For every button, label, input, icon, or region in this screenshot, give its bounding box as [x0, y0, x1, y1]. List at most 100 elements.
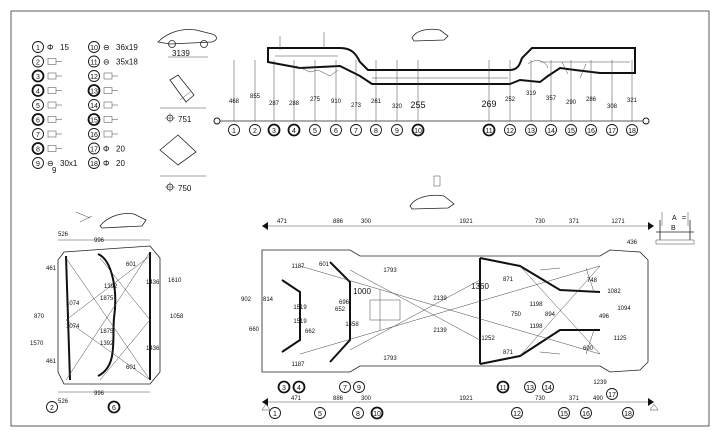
car-icon-front-view	[99, 213, 147, 229]
top-rear-rails	[479, 257, 601, 365]
top-inner-dim-1187-30: 1187	[292, 362, 306, 368]
side-point-3-ring	[267, 123, 281, 137]
top-inner-dim-1793-29: 1793	[383, 356, 397, 362]
side-point-18-ring	[626, 124, 638, 136]
side-point-10: 10	[411, 123, 425, 137]
fastener-icon	[47, 87, 57, 94]
top-bottom-point-5-label: 5	[318, 411, 322, 418]
front-dim-1436-5: 1436	[146, 280, 160, 286]
side-point-12-ring	[504, 124, 516, 136]
top-bottom-point-16-label: 16	[582, 411, 590, 418]
side-dim-255: 255	[410, 100, 425, 110]
legend-marker-9: 9	[32, 157, 44, 169]
top-mid-point-13-label: 13	[526, 385, 534, 392]
top-bottom-point-8-label: 8	[356, 411, 360, 418]
top-inner-dim-1458-11: 1458	[345, 322, 359, 328]
legend-marker-4: 4	[31, 84, 45, 97]
top-bottom-point-5: 5	[314, 407, 326, 419]
side-point-11-ring	[482, 123, 496, 137]
fastener-icon	[103, 130, 113, 138]
front-structure-left	[97, 253, 117, 377]
top-inner-dim-814-4: 814	[263, 297, 274, 303]
legend-marker-1: 1	[32, 41, 44, 53]
top-dim-371-5: 371	[569, 219, 580, 225]
ab-gauge-sketch: A = B	[655, 212, 695, 245]
front-dim-1436-15: 1436	[146, 346, 160, 352]
side-dim-320: 320	[392, 104, 403, 110]
top-bottom-point-5-ring	[314, 407, 326, 419]
top-inner-dim-652-9: 652	[335, 307, 346, 313]
side-point-16-label: 16	[587, 128, 595, 135]
legend-marker-6-ring	[31, 113, 45, 126]
legend-marker-16-ring	[88, 128, 100, 140]
legend-marker-17: 17	[88, 142, 100, 155]
side-point-2-label: 2	[253, 128, 257, 135]
legend-marker-9-label: 9	[36, 161, 40, 168]
top-bottom-point-10: 10	[370, 406, 384, 420]
side-dim-308: 308	[607, 104, 618, 110]
legend-marker-3-ring	[31, 69, 45, 83]
fastener-icon	[103, 72, 113, 80]
legend-marker-12-ring	[88, 70, 100, 82]
fastener-icon	[47, 145, 57, 152]
side-point-3-label: 3	[272, 128, 276, 135]
legend-marker-12: 12	[88, 70, 100, 82]
top-mid-point-14: 14	[542, 381, 554, 393]
front-dim-996-1: 996	[94, 238, 105, 244]
top-bottom-point-8: 8	[352, 407, 364, 419]
top-inner-dim-1187-0: 1187	[292, 264, 306, 270]
front-point-6-ring	[107, 400, 121, 414]
top-inner-dim-600-27: 600	[583, 346, 594, 352]
top-arrow-right	[648, 222, 654, 230]
front-dim-526-0: 526	[58, 232, 69, 238]
top-inner-dim-1125-26: 1125	[614, 336, 628, 342]
legend-marker-3: 3	[31, 69, 45, 83]
top-mid-point-9-ring	[353, 381, 365, 393]
side-point-6: 6	[330, 124, 342, 136]
side-dim-287: 287	[269, 101, 280, 107]
legend-marker-3-label: 3	[36, 74, 40, 81]
front-dim-1392-14: 1392	[100, 341, 114, 347]
ab-label-eq: =	[682, 215, 686, 222]
top-bottom-point-12-label: 12	[513, 411, 521, 418]
legend-marker-5-ring	[32, 99, 44, 111]
top-mid-point-4-label: 4	[297, 385, 301, 392]
legend-marker-12-label: 12	[90, 74, 98, 81]
legend-symbol-9: ⊖	[47, 159, 54, 168]
top-bottom-point-12: 12	[511, 407, 523, 419]
legend-marker-17-ring	[88, 142, 100, 155]
top-inner-dim-2139-14: 2139	[433, 328, 447, 334]
top-mid-point-11-label: 11	[499, 385, 506, 392]
top-bottom-point-15-ring	[558, 407, 570, 419]
top-inner-dim-748-21: 748	[587, 278, 598, 284]
legend-marker-8-label: 8	[36, 147, 40, 154]
top-inner-dim-1198-18: 1198	[530, 324, 544, 330]
top-bottom-point-18-ring	[622, 407, 634, 419]
top-bottom-point-8-ring	[352, 407, 364, 419]
top-mid-point-9-label: 9	[357, 385, 361, 392]
top-mid-point-14-ring	[542, 381, 554, 393]
legend-marker-16-label: 16	[90, 132, 98, 139]
top-inner-dim-2139-13: 2139	[433, 296, 447, 302]
front-outline	[57, 245, 161, 385]
front-dim-1875-4: 1875	[100, 296, 114, 302]
legend-marker-2: 2	[32, 55, 44, 68]
jack-dim-751: 751	[178, 115, 192, 124]
legend-symbol-17: Φ	[103, 145, 109, 154]
top-inner-dim-1252-25: 1252	[481, 336, 495, 342]
side-point-16-ring	[585, 124, 597, 136]
side-dim-468: 468	[229, 99, 240, 105]
top-dim-886-1: 886	[333, 219, 344, 225]
top-mid-point-17: 17	[606, 388, 618, 400]
front-dim-461-16: 461	[46, 359, 57, 365]
side-dim-855: 855	[250, 94, 261, 100]
legend-value-18: 20	[116, 159, 125, 168]
legend-marker-13: 13	[87, 84, 101, 97]
legend-marker-13-label: 13	[90, 89, 98, 96]
legend-marker-11-ring	[88, 55, 100, 68]
legend-marker-14: 14	[88, 99, 100, 111]
side-point-13-label: 13	[527, 128, 535, 135]
front-point-6: 6	[107, 400, 121, 414]
legend-marker-11: 11	[88, 55, 100, 68]
top-dim-436-7: 436	[627, 240, 638, 246]
